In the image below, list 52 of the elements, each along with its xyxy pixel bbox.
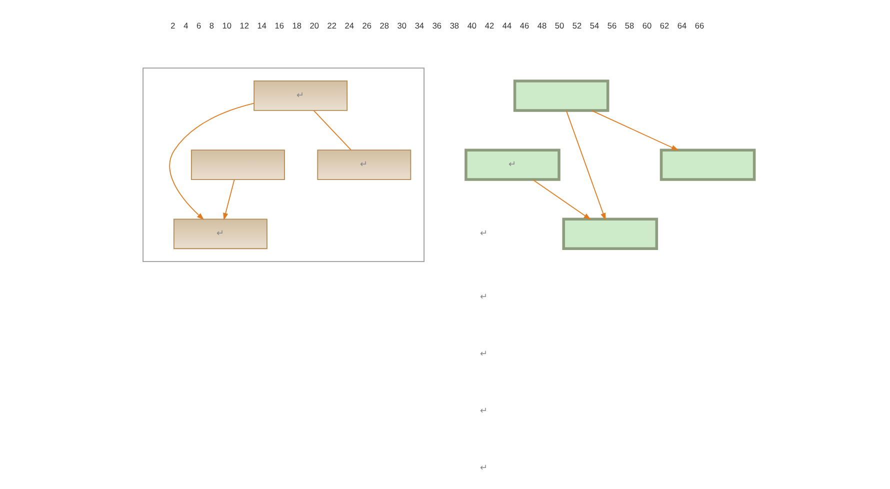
arrow bbox=[566, 110, 606, 220]
label: 44 bbox=[502, 20, 512, 31]
node-box bbox=[513, 80, 610, 112]
label: 2 bbox=[170, 20, 176, 31]
arrow bbox=[532, 179, 592, 220]
arrow bbox=[169, 102, 254, 220]
label: 22 bbox=[327, 20, 337, 31]
node-box: ↵ bbox=[173, 218, 268, 250]
node-box: ↵ bbox=[464, 148, 560, 181]
label: 64 bbox=[677, 20, 687, 31]
label: 14 bbox=[257, 20, 267, 31]
label: 34 bbox=[414, 20, 424, 31]
label: ↵ bbox=[480, 291, 488, 302]
node-box bbox=[660, 148, 756, 181]
label: 4 bbox=[184, 20, 188, 31]
label: 66 bbox=[694, 20, 704, 31]
label: 28 bbox=[380, 20, 390, 31]
label: ↵ bbox=[480, 228, 488, 238]
label: 40 bbox=[467, 20, 477, 31]
label: 8 bbox=[209, 20, 214, 31]
label: ↵ bbox=[480, 406, 488, 416]
label: 20 bbox=[310, 20, 320, 31]
label: 18 bbox=[292, 20, 302, 31]
label: 6 bbox=[196, 20, 202, 31]
label: 58 bbox=[624, 20, 634, 31]
label: 42 bbox=[484, 20, 494, 31]
arrow bbox=[591, 110, 679, 151]
label: 16 bbox=[274, 20, 284, 31]
label: 26 bbox=[362, 20, 372, 31]
label: 36 bbox=[432, 20, 442, 31]
label: 38 bbox=[450, 20, 460, 31]
label: 24 bbox=[344, 20, 354, 31]
label: 48 bbox=[537, 20, 547, 31]
label: 12 bbox=[240, 20, 250, 31]
label: 56 bbox=[607, 20, 617, 31]
cluster bbox=[142, 68, 424, 262]
label: 46 bbox=[520, 20, 530, 31]
label: ↵ bbox=[480, 348, 488, 358]
label: 60 bbox=[642, 20, 652, 31]
connector bbox=[313, 110, 352, 150]
label: 52 bbox=[572, 20, 582, 31]
node-box: ↵ bbox=[254, 80, 348, 111]
node-box bbox=[190, 150, 285, 180]
label: ↵ bbox=[480, 462, 488, 473]
label: 10 bbox=[222, 20, 232, 31]
node-box bbox=[562, 218, 658, 250]
label: 50 bbox=[554, 20, 564, 31]
node-box: ↵ bbox=[317, 150, 412, 180]
label: 62 bbox=[660, 20, 670, 31]
label: 54 bbox=[590, 20, 600, 31]
arrow bbox=[223, 179, 235, 220]
label: 30 bbox=[397, 20, 407, 31]
